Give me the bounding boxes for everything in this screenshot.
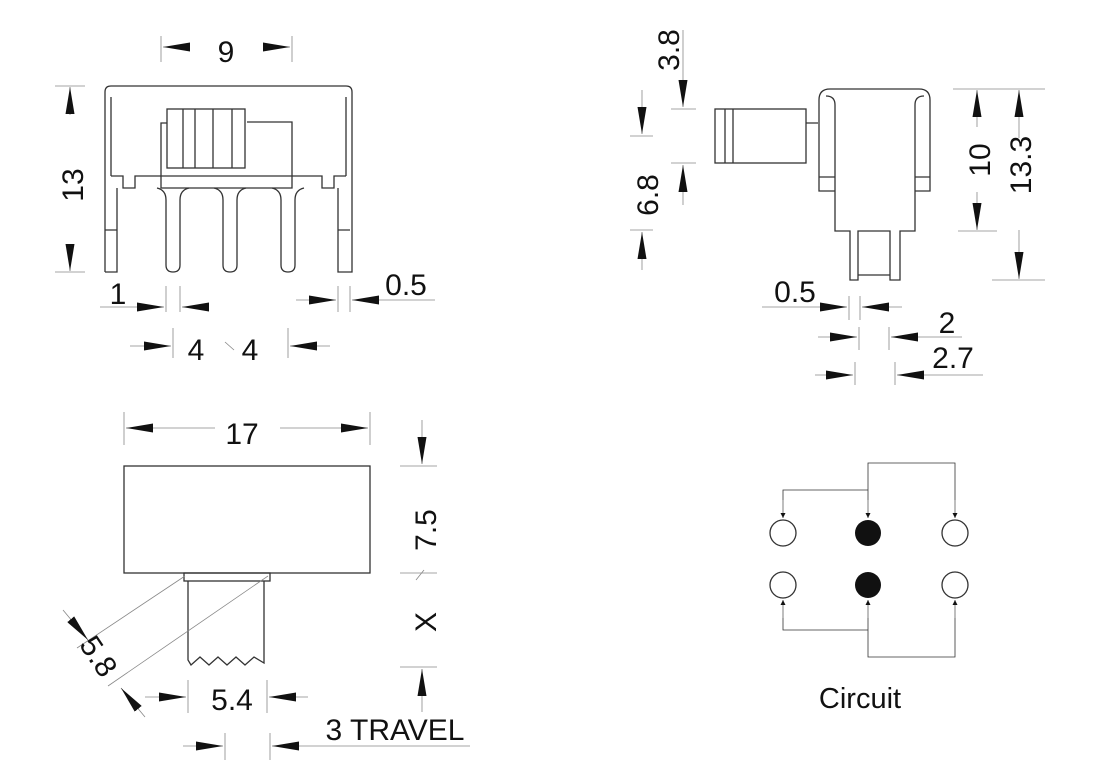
pin-1	[156, 187, 190, 273]
dim-pitch-4a: 4	[188, 334, 205, 367]
top-stem	[183, 572, 271, 582]
dim-pin-1: 1	[110, 278, 127, 311]
dim-7-5: 7.5	[410, 509, 443, 551]
slider-actuator	[166, 108, 246, 169]
pin-2	[213, 187, 247, 273]
circuit-diagram: Circuit	[769, 462, 969, 715]
top-shaft	[187, 581, 265, 667]
top-view: 17 7.5 X 5.8 5.4 3 TRAVEL	[62, 412, 470, 760]
terminal-common	[855, 572, 881, 598]
dim-travel: 3 TRAVEL	[326, 714, 465, 747]
terminal-open	[941, 519, 969, 547]
dim-17: 17	[225, 418, 258, 451]
dim-3-8: 3.8	[653, 29, 686, 71]
top-body	[123, 465, 371, 574]
front-view: 9 13 1 0.5 4 4	[55, 36, 435, 367]
dim-6-8: 6.8	[632, 174, 665, 216]
dim-0-5-side: 0.5	[774, 276, 816, 309]
side-view: 3.8 6.8 10 13.3 0.5 2 2.7	[630, 29, 1045, 385]
dim-pitch-4b: 4	[242, 334, 259, 367]
dim-13-3: 13.3	[1005, 136, 1038, 194]
terminal-common	[855, 520, 881, 546]
terminal-open	[769, 519, 797, 547]
dim-2: 2	[939, 307, 956, 340]
side-actuator	[714, 108, 807, 164]
dim-2-7: 2.7	[932, 342, 974, 375]
terminal-open	[941, 571, 969, 599]
front-body	[104, 85, 353, 273]
dim-height-13: 13	[57, 168, 90, 201]
terminal-open	[769, 571, 797, 599]
dim-5-4: 5.4	[211, 684, 253, 717]
dim-x: X	[410, 612, 443, 632]
pin-3	[271, 187, 305, 273]
dim-leg-0-5: 0.5	[385, 269, 427, 302]
circuit-label: Circuit	[819, 683, 901, 715]
dim-10: 10	[964, 143, 997, 176]
dim-5-8: 5.8	[73, 630, 124, 683]
dim-width-9: 9	[218, 36, 235, 69]
